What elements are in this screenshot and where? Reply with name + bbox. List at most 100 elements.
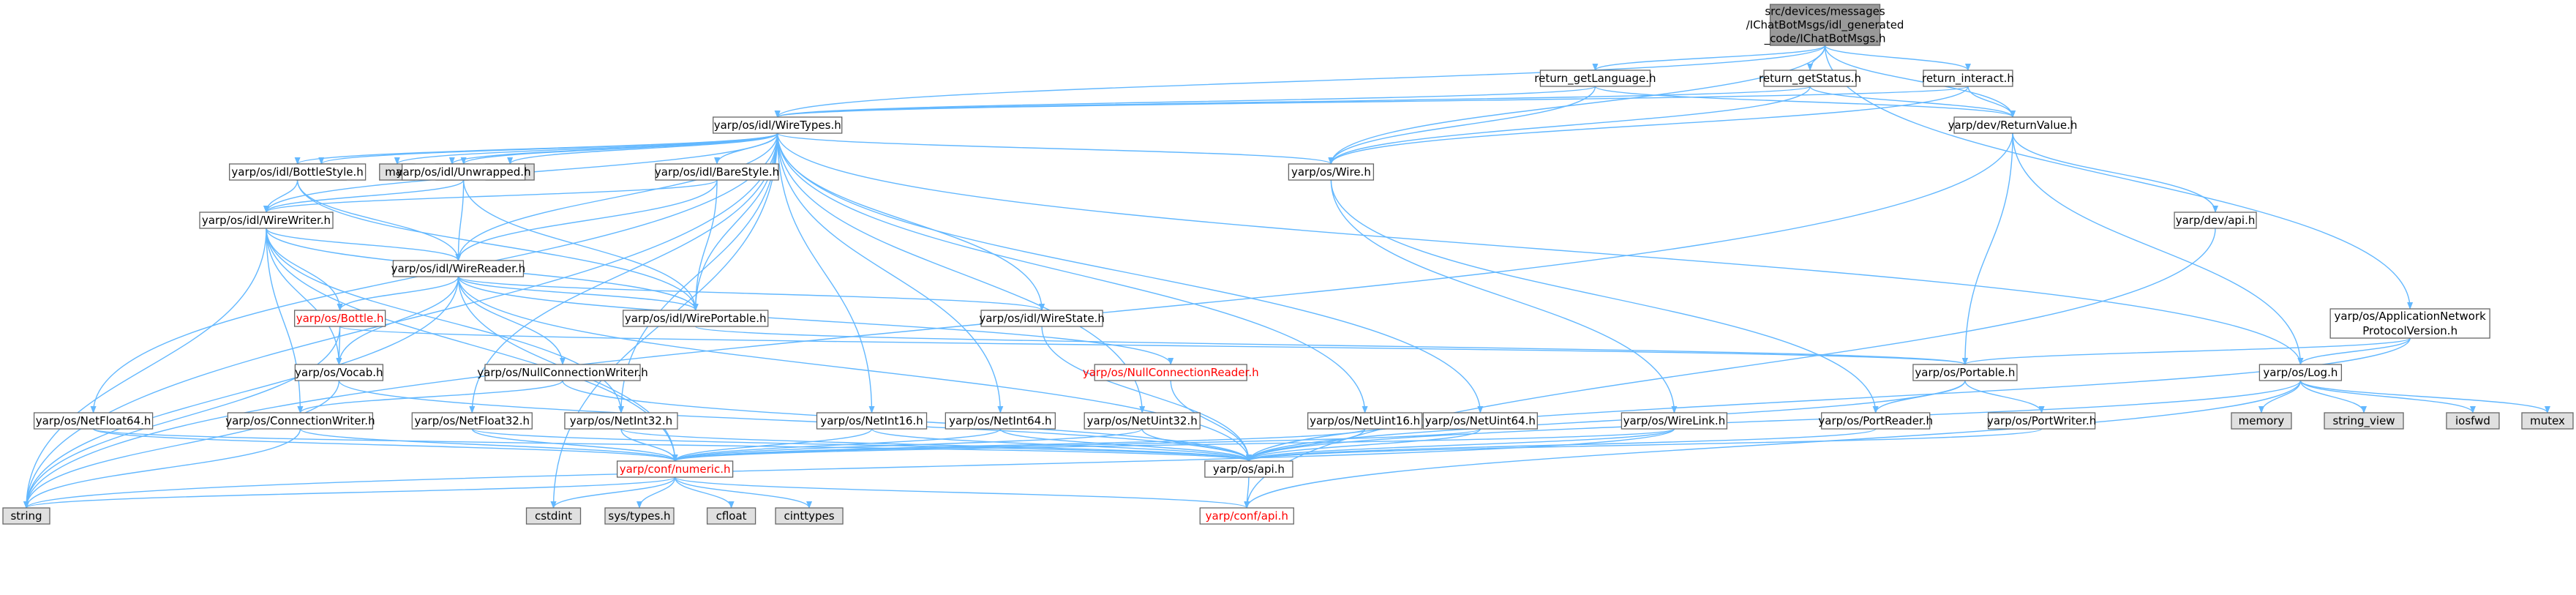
node-root[interactable]: src/devices/messages/IChatBotMsgs/idl_ge… bbox=[1746, 4, 1904, 46]
node-Log[interactable]: yarp/os/Log.h bbox=[2258, 364, 2343, 381]
node-BottleStyle[interactable]: yarp/os/idl/BottleStyle.h bbox=[228, 163, 367, 181]
node-Wire[interactable]: yarp/os/Wire.h bbox=[1288, 163, 1375, 181]
node-AppNet[interactable]: yarp/os/ApplicationNetworkProtocolVersio… bbox=[2329, 308, 2490, 339]
node-box-cstdint[interactable] bbox=[525, 507, 582, 525]
node-box-NetUint32[interactable] bbox=[1084, 412, 1201, 430]
edge-getLanguage-to-ReturnValue bbox=[1594, 86, 2016, 118]
node-osapi[interactable]: yarp/os/api.h bbox=[1204, 460, 1293, 478]
node-box-AppNet[interactable] bbox=[2329, 308, 2490, 339]
node-cinttypes[interactable]: cinttypes bbox=[775, 507, 844, 525]
node-box-Portable[interactable] bbox=[1912, 364, 2018, 381]
node-NetInt32[interactable]: yarp/os/NetInt32.h bbox=[564, 412, 678, 430]
node-NetUint16[interactable]: yarp/os/NetUint16.h bbox=[1307, 412, 1423, 430]
node-box-cfloat[interactable] bbox=[706, 507, 756, 525]
node-box-interact[interactable] bbox=[1923, 70, 2013, 87]
node-box-WireReader[interactable] bbox=[392, 260, 525, 277]
node-cstdint[interactable]: cstdint bbox=[525, 507, 582, 525]
node-WireLink[interactable]: yarp/os/WireLink.h bbox=[1621, 412, 1728, 430]
node-NetFloat64[interactable]: yarp/os/NetFloat64.h bbox=[33, 412, 154, 430]
node-box-iosfwd[interactable] bbox=[2446, 412, 2500, 430]
node-getLanguage[interactable]: return_getLanguage.h bbox=[1534, 70, 1656, 87]
node-getStatus[interactable]: return_getStatus.h bbox=[1759, 70, 1861, 87]
node-box-ReturnValue[interactable] bbox=[1953, 116, 2072, 134]
node-BareStyle[interactable]: yarp/os/idl/BareStyle.h bbox=[655, 163, 779, 181]
node-ConnWriter[interactable]: yarp/os/ConnectionWriter.h bbox=[225, 412, 375, 430]
node-box-Wire[interactable] bbox=[1288, 163, 1375, 181]
node-box-BottleStyle[interactable] bbox=[228, 163, 367, 181]
node-box-string[interactable] bbox=[2, 507, 50, 525]
node-box-NullConnWriter[interactable] bbox=[484, 364, 641, 381]
node-box-WirePortable[interactable] bbox=[623, 310, 769, 327]
node-NetInt64[interactable]: yarp/os/NetInt64.h bbox=[945, 412, 1056, 430]
node-box-PortWriter[interactable] bbox=[1987, 412, 2096, 430]
node-box-ConnWriter[interactable] bbox=[227, 412, 374, 430]
node-box-osapi[interactable] bbox=[1204, 460, 1293, 478]
node-WireState[interactable]: yarp/os/idl/WireState.h bbox=[979, 310, 1105, 327]
node-box-confapi[interactable] bbox=[1199, 507, 1294, 525]
node-box-NetUint16[interactable] bbox=[1307, 412, 1423, 430]
node-label-osapi: yarp/os/api.h bbox=[1213, 463, 1285, 476]
node-box-numeric[interactable] bbox=[616, 460, 734, 478]
node-PortReader[interactable]: yarp/os/PortReader.h bbox=[1818, 412, 1933, 430]
node-Vocab[interactable]: yarp/os/Vocab.h bbox=[294, 364, 384, 381]
node-WireWriter[interactable]: yarp/os/idl/WireWriter.h bbox=[199, 212, 334, 229]
node-WireTypes[interactable]: yarp/os/idl/WireTypes.h bbox=[713, 116, 843, 134]
node-box-Bottle[interactable] bbox=[293, 310, 386, 327]
node-cfloat[interactable]: cfloat bbox=[706, 507, 756, 525]
node-interact[interactable]: return_interact.h bbox=[1922, 70, 2014, 87]
edge-NetInt32-to-osapi bbox=[620, 428, 1252, 462]
edge-NetFloat64-to-numeric bbox=[92, 428, 678, 462]
node-NetUint64[interactable]: yarp/os/NetUint64.h bbox=[1422, 412, 1538, 430]
node-box-NetInt64[interactable] bbox=[945, 412, 1056, 430]
node-NetUint32[interactable]: yarp/os/NetUint32.h bbox=[1084, 412, 1201, 430]
node-mutex[interactable]: mutex bbox=[2521, 412, 2574, 430]
node-box-WireLink[interactable] bbox=[1621, 412, 1728, 430]
node-WirePortable[interactable]: yarp/os/idl/WirePortable.h bbox=[623, 310, 769, 327]
node-box-NullConnReader[interactable] bbox=[1094, 364, 1247, 381]
node-memory[interactable]: memory bbox=[2231, 412, 2292, 430]
node-NetFloat32[interactable]: yarp/os/NetFloat32.h bbox=[411, 412, 533, 430]
node-box-cinttypes[interactable] bbox=[775, 507, 844, 525]
node-label-PortReader: yarp/os/PortReader.h bbox=[1818, 414, 1933, 427]
node-Portable[interactable]: yarp/os/Portable.h bbox=[1912, 364, 2018, 381]
node-box-BareStyle[interactable] bbox=[655, 163, 779, 181]
node-box-Unwrapped[interactable] bbox=[401, 163, 526, 181]
node-Bottle[interactable]: yarp/os/Bottle.h bbox=[293, 310, 386, 327]
node-box-systypes[interactable] bbox=[604, 507, 675, 525]
node-box-Log[interactable] bbox=[2258, 364, 2343, 381]
node-box-getLanguage[interactable] bbox=[1539, 70, 1651, 87]
node-box-WireTypes[interactable] bbox=[713, 116, 843, 134]
node-box-devapi[interactable] bbox=[2174, 212, 2257, 229]
edge-Log-to-osapi bbox=[1246, 380, 2302, 462]
node-numeric[interactable]: yarp/conf/numeric.h bbox=[616, 460, 734, 478]
node-box-PortReader[interactable] bbox=[1821, 412, 1931, 430]
node-NullConnWriter[interactable]: yarp/os/NullConnectionWriter.h bbox=[477, 364, 648, 381]
node-NetInt16[interactable]: yarp/os/NetInt16.h bbox=[816, 412, 928, 430]
node-devapi[interactable]: yarp/dev/api.h bbox=[2174, 212, 2257, 229]
node-string_view[interactable]: string_view bbox=[2324, 412, 2404, 430]
node-systypes[interactable]: sys/types.h bbox=[604, 507, 675, 525]
node-box-memory[interactable] bbox=[2231, 412, 2292, 430]
node-box-NetUint64[interactable] bbox=[1422, 412, 1538, 430]
node-NullConnReader[interactable]: yarp/os/NullConnectionReader.h bbox=[1083, 364, 1259, 381]
node-box-WireWriter[interactable] bbox=[199, 212, 334, 229]
node-label-NetFloat64: yarp/os/NetFloat64.h bbox=[36, 414, 151, 427]
node-confapi[interactable]: yarp/conf/api.h bbox=[1199, 507, 1294, 525]
node-string[interactable]: string bbox=[2, 507, 50, 525]
node-PortWriter[interactable]: yarp/os/PortWriter.h bbox=[1987, 412, 2096, 430]
node-box-NetInt32[interactable] bbox=[564, 412, 678, 430]
node-box-Vocab[interactable] bbox=[294, 364, 384, 381]
node-box-NetFloat64[interactable] bbox=[33, 412, 154, 430]
node-iosfwd[interactable]: iosfwd bbox=[2446, 412, 2500, 430]
node-box-root[interactable] bbox=[1769, 4, 1881, 46]
node-box-WireState[interactable] bbox=[980, 310, 1103, 327]
node-label-NetUint64: yarp/os/NetUint64.h bbox=[1425, 414, 1536, 427]
node-WireReader[interactable]: yarp/os/idl/WireReader.h bbox=[391, 260, 526, 277]
node-box-getStatus[interactable] bbox=[1763, 70, 1857, 87]
node-ReturnValue[interactable]: yarp/dev/ReturnValue.h bbox=[1948, 116, 2078, 134]
node-Unwrapped[interactable]: yarp/os/idl/Unwrapped.h bbox=[397, 163, 531, 181]
node-box-NetFloat32[interactable] bbox=[411, 412, 533, 430]
node-box-mutex[interactable] bbox=[2521, 412, 2574, 430]
node-box-string_view[interactable] bbox=[2324, 412, 2404, 430]
node-box-NetInt16[interactable] bbox=[816, 412, 928, 430]
